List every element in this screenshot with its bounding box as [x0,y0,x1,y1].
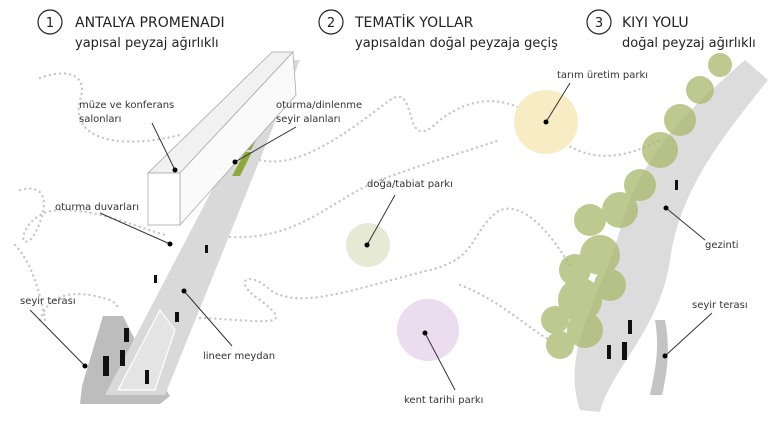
label-museum: müze ve konferans [79,100,174,111]
history-park-circle [397,299,459,361]
svg-text:3: 3 [595,16,603,31]
svg-text:2: 2 [327,16,335,31]
section-subtitle: yapısal peyzaj ağırlıklı [75,36,219,51]
section-header-2: 2 TEMATİK YOLLAR yapısaldan doğal peyzaj… [318,9,558,51]
label-walk: gezinti [705,240,739,251]
label-nature-park: doğa/tabiat parkı [367,178,453,190]
leader-lines [29,82,713,391]
coastal-road [541,53,768,412]
people-silhouettes [103,245,208,384]
dotted-paths [13,72,662,342]
promenade [80,51,300,404]
number-badge [318,9,344,35]
label-museum-2: salonları [79,114,121,125]
label-linear-square: lineer meydan [203,351,275,362]
section-title: KIYI YOLU [622,15,689,31]
svg-text:1: 1 [46,16,54,31]
label-seating-2: seyir alanları [276,114,341,125]
number-badge [37,9,63,35]
trees [541,53,732,359]
section-header-3: 3 KIYI YOLU doğal peyzaj ağırlıklı [586,9,756,51]
green-strip [232,152,252,176]
section-subtitle: yapısaldan doğal peyzaja geçiş [355,36,558,51]
section-title: ANTALYA PROMENADI [75,15,225,31]
label-walls: oturma duvarları [55,202,139,213]
number-badge [586,9,612,35]
label-history-park: kent tarihi parkı [404,395,483,406]
label-terrace-right: seyir terası [692,300,748,311]
section-title: TEMATİK YOLLAR [354,13,474,31]
label-terrace-left: seyir terası [20,296,76,307]
section-header-1: 1 ANTALYA PROMENADI yapısal peyzaj ağırl… [37,9,225,51]
label-seating: oturma/dinlenme [276,100,362,111]
section-subtitle: doğal peyzaj ağırlıklı [622,36,756,51]
label-agri-park: tarım üretim parkı [557,70,648,81]
